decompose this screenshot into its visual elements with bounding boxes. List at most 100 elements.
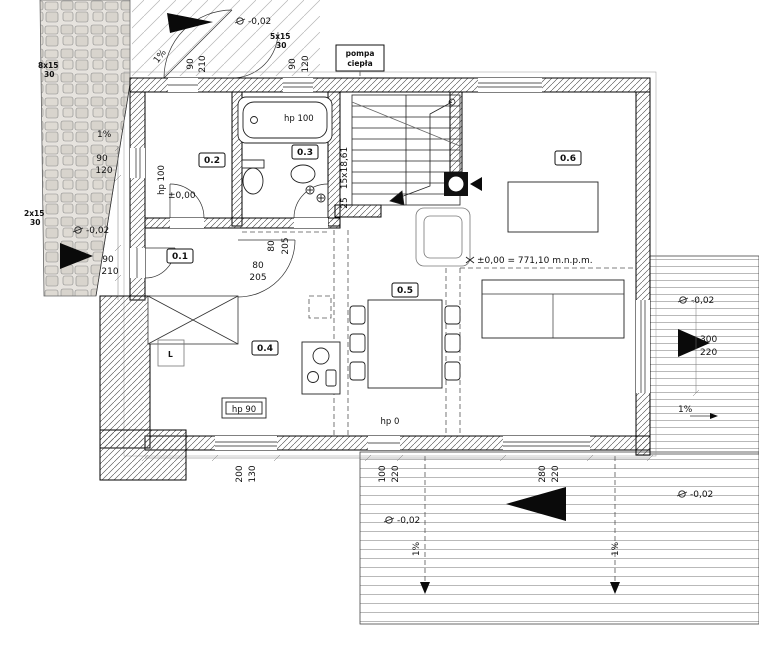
- steps-note: 30: [44, 70, 54, 79]
- gate-swing-arc-2: [231, 31, 279, 79]
- dim-label: 80: [267, 240, 277, 252]
- room-label: 0.3: [297, 148, 313, 158]
- slope-label: 1%: [611, 541, 621, 556]
- terrace-slope-arrow-icon: [506, 487, 566, 521]
- slope-label: 1%: [412, 541, 422, 556]
- walls: [99, 71, 657, 481]
- stair-direction-arrow-icon: [389, 190, 405, 206]
- sill-label: hp 100: [284, 114, 314, 124]
- dim-label: 220: [551, 465, 561, 482]
- steps-note: 30: [30, 218, 40, 227]
- partition-horizontal: [144, 217, 341, 229]
- stair-walk-line: [397, 101, 453, 199]
- slope-label: 1%: [678, 405, 693, 415]
- terrace-right: [649, 255, 759, 455]
- dim-label: 120: [95, 166, 112, 176]
- room-label: 0.2: [204, 156, 220, 166]
- shaft-x-box: [147, 295, 239, 345]
- dim-label: 80: [252, 261, 264, 271]
- slope-label: 1%: [97, 130, 112, 140]
- level-marker-icon: [72, 226, 84, 234]
- steps-note: 8x15: [38, 61, 59, 70]
- dashed-zone-lines: [242, 230, 636, 436]
- level-text: -0,02: [86, 226, 109, 236]
- dining-set: [349, 299, 461, 389]
- terraces: [359, 255, 759, 625]
- hood-dashed-box: [308, 295, 332, 319]
- flow-arrow-icon: [610, 582, 620, 594]
- door-swing-03: [293, 183, 329, 219]
- level-marker-icon: [677, 296, 689, 304]
- bathtub: [237, 96, 333, 144]
- dim-label: 220: [391, 465, 401, 482]
- room-tag-06: 0.6: [554, 150, 582, 166]
- chimney-foot: [99, 429, 187, 481]
- dim-label: 120: [301, 55, 311, 72]
- terrace-slope-arrow-icon: [678, 329, 710, 357]
- level-text: -0,02: [397, 516, 420, 526]
- stove-arrow-icon: [470, 177, 482, 191]
- door-swings: [144, 183, 329, 298]
- heat-pump-label: pompa: [346, 49, 375, 58]
- wall-top: [129, 77, 651, 93]
- steps-note: 2x15: [24, 209, 45, 218]
- steps-note: 5x15: [270, 32, 291, 41]
- level-text: -0,02: [248, 17, 271, 27]
- level-text: -0,02: [690, 490, 713, 500]
- room-tag-02: 0.2: [198, 152, 226, 168]
- dim-label: 210: [198, 55, 208, 72]
- dim-label: 130: [248, 465, 258, 482]
- room-label: 0.6: [560, 154, 576, 164]
- driveway-slope-hatch: [132, 0, 320, 76]
- sofa: [481, 279, 625, 339]
- washbasin: [290, 164, 316, 184]
- window-openings: [130, 78, 650, 450]
- door-swing-02: [169, 183, 205, 219]
- room-tag-05: 0.5: [391, 282, 419, 298]
- level-marker-icon: [465, 256, 475, 264]
- room-label: 0.5: [397, 286, 413, 296]
- staircase: [351, 94, 461, 206]
- dimension-lines: [114, 144, 700, 462]
- fixtures: [157, 44, 625, 419]
- dim-label: 90: [96, 154, 108, 164]
- room-tag-04: 0.4: [251, 340, 279, 356]
- level-text: -0,02: [691, 296, 714, 306]
- level-zero-text: ±0,00: [168, 191, 196, 201]
- door-swing-hall: [237, 239, 296, 298]
- room-label: 0.1: [172, 252, 188, 262]
- dim-label: 90: [102, 255, 114, 265]
- sill-label: hp 0: [381, 417, 400, 427]
- dim-label: 220: [700, 348, 717, 358]
- level-marker-icon: [383, 516, 395, 524]
- chimney-mass: [99, 295, 151, 449]
- living-table: [507, 181, 599, 233]
- wood-stove: [415, 172, 482, 267]
- dim-label: 210: [101, 267, 118, 277]
- terrace-bottom: [359, 451, 759, 625]
- site-area: [39, 0, 320, 297]
- floor-drain-icon: [305, 185, 326, 203]
- dim-label: 200: [235, 465, 245, 482]
- stair-spec: 15x18,61: [340, 147, 350, 190]
- l-marker-box: [157, 339, 185, 367]
- dim-label: 100: [378, 465, 388, 482]
- dim-label: 205: [281, 237, 291, 254]
- dim-label: 280: [538, 465, 548, 482]
- dim-label: 205: [249, 273, 266, 283]
- slope-arrow-icon: [60, 243, 93, 269]
- stone-retaining-wall: [39, 0, 131, 297]
- dim-label: 300: [700, 335, 717, 345]
- toilet: [241, 159, 265, 195]
- window-sill-hp90: [221, 397, 267, 419]
- small-slope-arrow-icon: [710, 413, 718, 419]
- heat-pump-box: [335, 44, 385, 78]
- dim-label: 90: [186, 58, 196, 70]
- exterior-finish-line: [123, 71, 657, 457]
- gate-swing-arc: [163, 9, 233, 79]
- l-marker-label: L: [168, 350, 173, 359]
- room-tag-01: 0.1: [166, 248, 194, 264]
- level-marker-icon: [676, 490, 688, 498]
